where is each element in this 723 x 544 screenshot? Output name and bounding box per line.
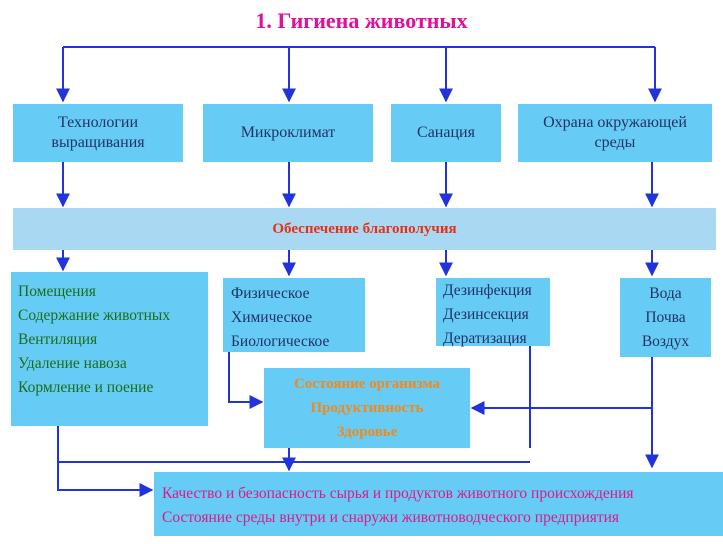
box-environment-protection: Охрана окружающей среды — [518, 104, 712, 162]
list-item: Почва — [645, 309, 686, 326]
list-item: Кормление и поение — [18, 379, 154, 396]
list-premises: Помещения Содержание животных Вентиляция… — [11, 272, 208, 426]
list-item: Продуктивность — [310, 400, 424, 416]
box-organism-state: Состояние организма Продуктивность Здоро… — [264, 368, 470, 448]
list-item: Удаление навоза — [18, 355, 127, 372]
diagram-title: 1. Гигиена животных — [255, 8, 468, 33]
list-environment: Вода Почва Воздух — [620, 278, 711, 357]
list-item: Дезинфекция — [443, 282, 532, 299]
box-quality-safety: Качество и безопасность сырья и продукто… — [154, 472, 723, 536]
list-item: Состояние организма — [293, 376, 441, 392]
banner-wellbeing: Обеспечение благополучия — [13, 208, 716, 250]
list-item: Вентиляция — [18, 331, 98, 348]
list-item: Здоровье — [336, 424, 398, 440]
list-item: Вода — [649, 285, 682, 302]
list-item: Помещения — [18, 283, 96, 300]
list-item: Биологическое — [231, 333, 330, 350]
list-item: Качество и безопасность сырья и продукто… — [162, 485, 634, 502]
box-growing-technology: Технологии выращивания — [13, 104, 183, 162]
list-item: Физическое — [231, 285, 310, 302]
list-item: Содержание животных — [18, 307, 171, 324]
list-item: Состояние среды внутри и снаружи животно… — [162, 509, 620, 526]
list-factors: Физическое Химическое Биологическое — [223, 278, 365, 352]
list-item: Химическое — [231, 309, 313, 326]
list-item: Дератизация — [443, 330, 527, 347]
box-sanitation: Санация — [391, 104, 501, 162]
list-sanitation-methods: Дезинфекция Дезинсекция Дератизация — [436, 278, 550, 347]
list-item: Дезинсекция — [443, 306, 529, 323]
list-item: Воздух — [641, 333, 690, 350]
box-microclimate: Микроклимат — [203, 104, 373, 162]
